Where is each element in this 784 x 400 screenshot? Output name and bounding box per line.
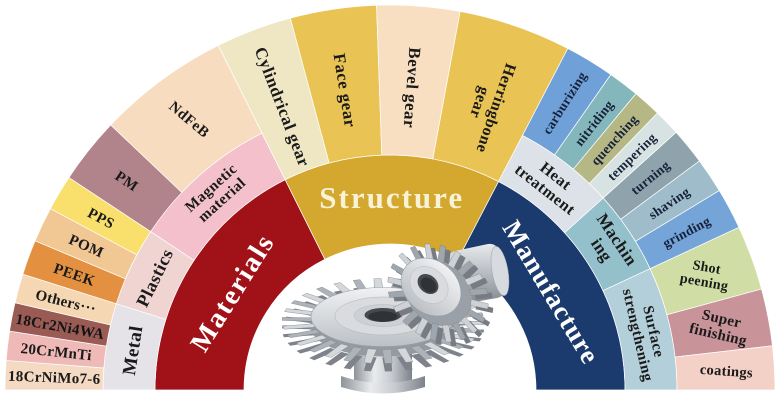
gear-tooth [469, 288, 488, 296]
small-gear-bore-shadow [420, 277, 437, 293]
gear-tooth [396, 347, 414, 363]
gear-tooth [296, 334, 328, 346]
gear-tooth [407, 313, 424, 330]
gear-tooth [460, 316, 478, 334]
gear-tooth [466, 308, 486, 323]
large-gear-flange [341, 376, 425, 394]
gear-tooth [462, 264, 479, 281]
gear-tooth [420, 321, 434, 340]
gear-tooth [470, 299, 489, 310]
gear-tooth [363, 348, 377, 364]
bevel-gear-illustration [281, 243, 510, 394]
gear-tooth [287, 329, 320, 338]
gear-tooth [423, 349, 450, 363]
gear-tooth [452, 322, 466, 341]
gear-tooth [415, 317, 429, 336]
fan-segments: MaterialsStructureManufactureMetalPlasti… [4, 4, 776, 391]
gear-tooth [393, 300, 412, 313]
gear-tooth [396, 356, 413, 371]
gear-tooth [308, 339, 338, 353]
gear-tooth [410, 353, 433, 368]
small-gear-shaft-end [490, 246, 510, 296]
label-20crmnti: 20CrMnTi [20, 341, 93, 364]
gear-tooth [382, 349, 393, 364]
gear-tooth [343, 354, 363, 370]
gear-tooth [402, 309, 420, 326]
gear-tooth [442, 324, 452, 343]
label-structure: Structure [319, 180, 464, 215]
gear-tooth [430, 322, 439, 342]
gear-tooth [309, 347, 337, 361]
gear-tooth [452, 254, 466, 273]
gear-tooth [423, 341, 450, 356]
gear-tooth [434, 345, 464, 357]
large-gear-bore-shadow [368, 311, 398, 322]
label-coatings: coatings [699, 362, 753, 382]
gear-tooth [456, 260, 474, 277]
gear-tooth [325, 351, 349, 366]
gear-tooth [469, 277, 488, 290]
label-shot-peening: Shotpeening [679, 256, 732, 294]
gear-tooth [324, 343, 350, 358]
label-18crnimo7-6: 18CrNiMo7-6 [8, 369, 101, 388]
gear-tooth [464, 273, 483, 286]
gear-tooth [447, 250, 461, 269]
gear-tooth [410, 345, 433, 360]
gear-tooth [343, 346, 363, 362]
segment-ndfeb [110, 44, 263, 193]
segment-coatings [674, 345, 776, 391]
